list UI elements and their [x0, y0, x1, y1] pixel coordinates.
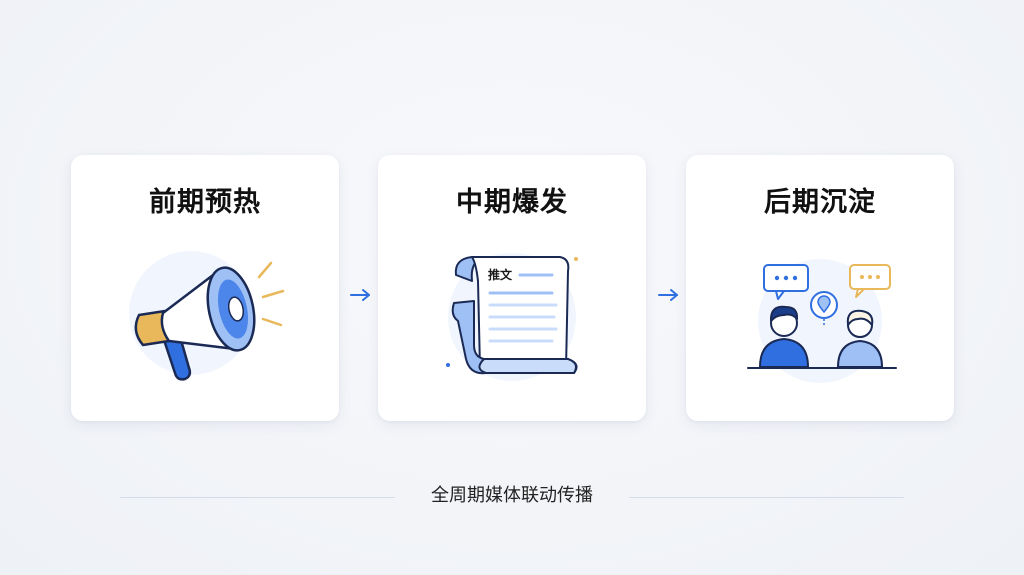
- people-chatting-icon: [747, 259, 897, 383]
- footer-divider-left: [120, 497, 395, 498]
- stage-title-preheat: 前期预热: [149, 187, 261, 218]
- footer-divider-right: [629, 497, 904, 498]
- arrow-right-icon: [350, 289, 370, 301]
- footer-caption: 全周期媒体联动传播: [431, 485, 593, 506]
- arrow-right-icon: [658, 289, 678, 301]
- stage-title-settle: 后期沉淀: [764, 187, 876, 218]
- stage-title-burst: 中期爆发: [456, 187, 568, 218]
- document-label: 推文: [488, 267, 513, 282]
- stage-card-settle: 后期沉淀: [686, 155, 954, 421]
- stage-card-preheat: 前期预热: [71, 155, 339, 421]
- megaphone-icon: [129, 251, 285, 381]
- scroll-document-icon: 推文: [446, 253, 578, 381]
- stage-card-burst: 中期爆发 推文: [378, 155, 646, 421]
